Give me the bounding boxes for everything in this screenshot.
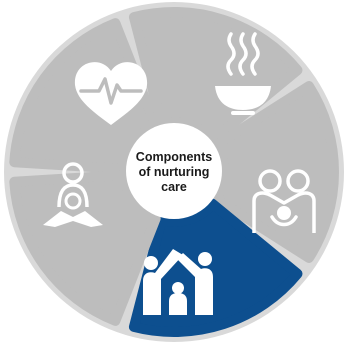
center-label-line1: Components <box>135 150 213 164</box>
heart-monitor-icon <box>74 62 148 125</box>
center-label-line2: of nurturing <box>138 165 210 179</box>
family-shelter-icon <box>143 249 213 315</box>
center-label-line3: care <box>161 180 187 194</box>
soup-bowl-icon <box>215 32 271 115</box>
segment-soup-bowl <box>128 7 303 146</box>
center-label: Components of nurturing care <box>124 150 224 195</box>
segment-child-playing <box>9 170 161 326</box>
center-hub <box>126 123 222 219</box>
child-playing-icon <box>43 162 103 227</box>
parent-holding-child-icon <box>252 169 316 233</box>
